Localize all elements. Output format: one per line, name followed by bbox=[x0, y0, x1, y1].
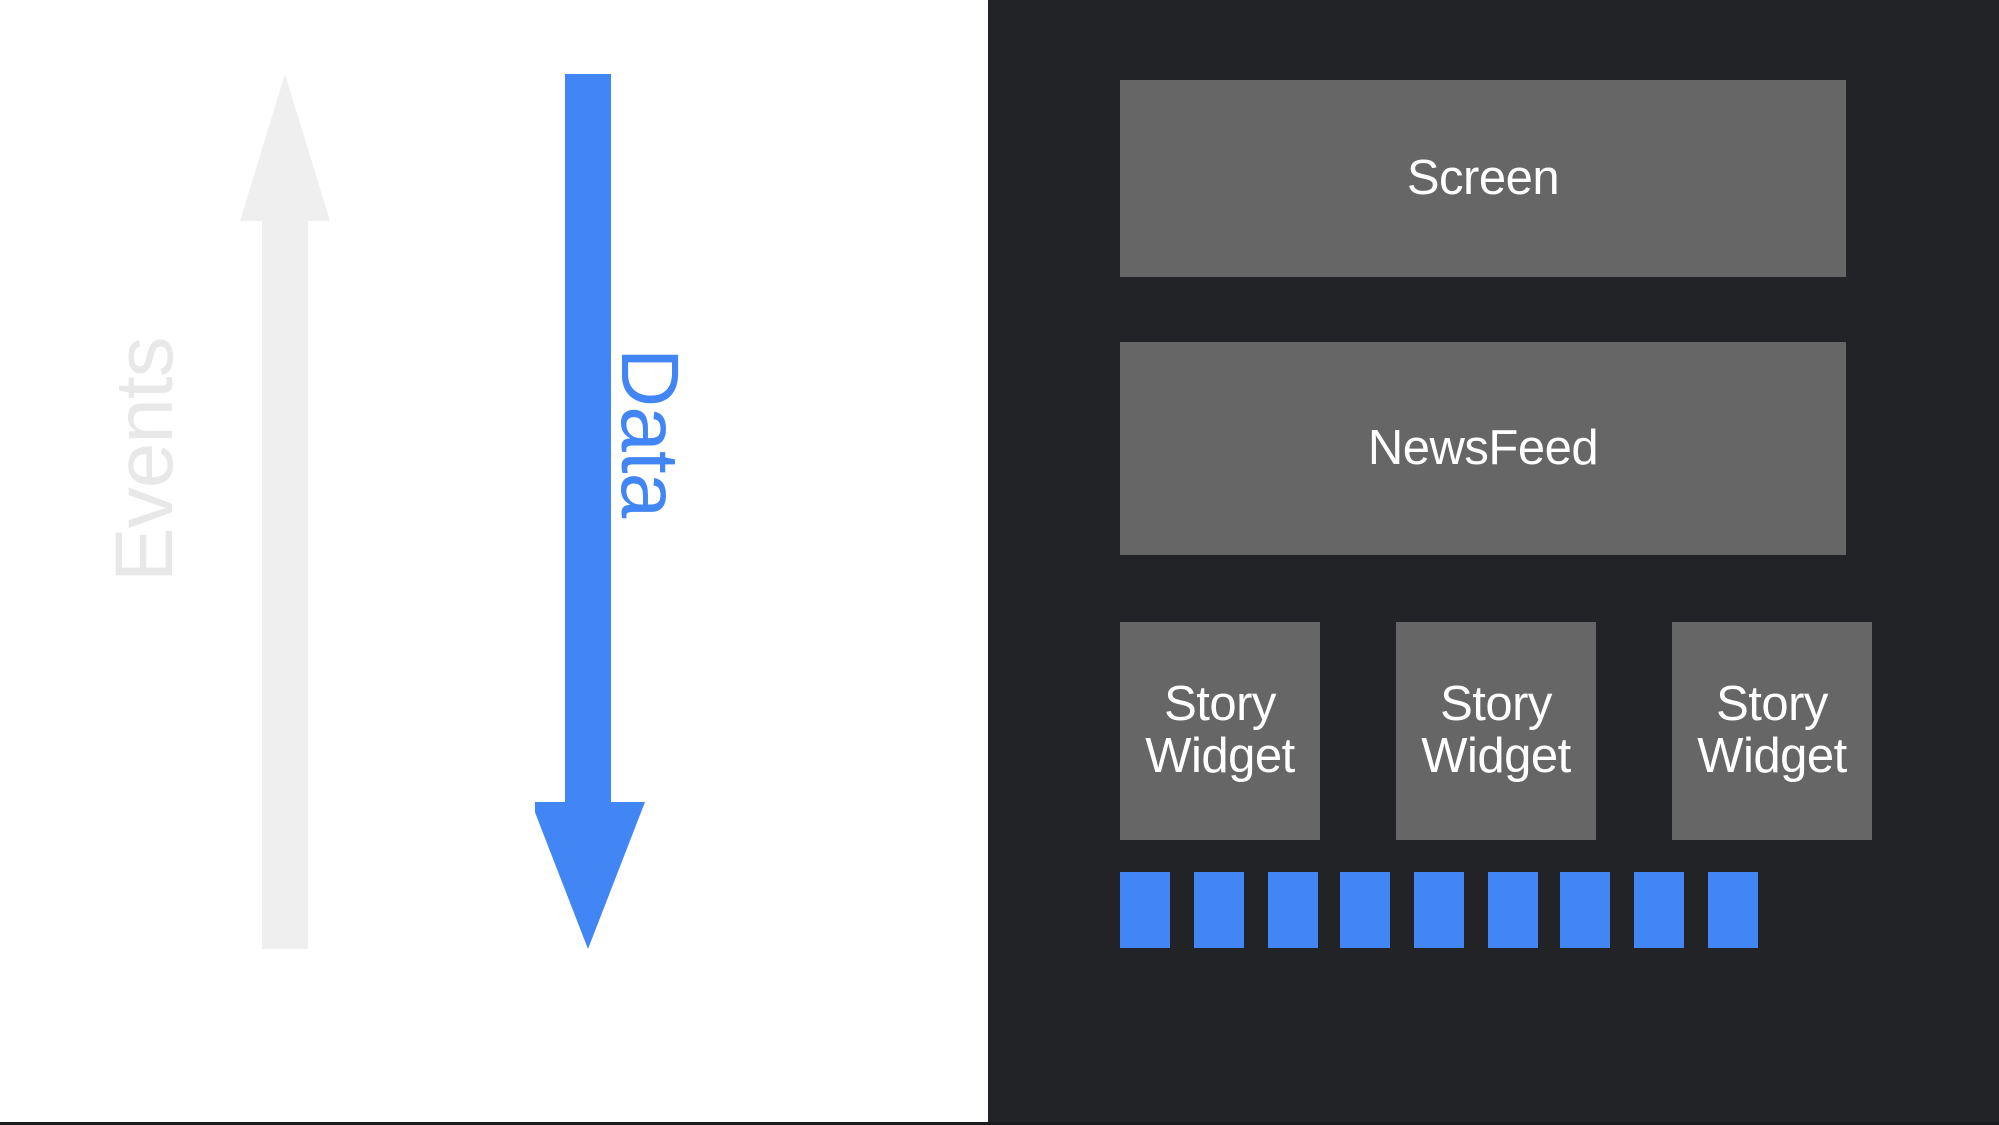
leaf-group-2 bbox=[1340, 872, 1538, 948]
story-widget-1-line2: Widget bbox=[1145, 729, 1295, 783]
node-newsfeed[interactable]: NewsFeed bbox=[1120, 342, 1846, 555]
node-story-widget-1[interactable]: Story Widget bbox=[1120, 622, 1320, 840]
story-widget-1-line1: Story bbox=[1164, 677, 1276, 732]
leaf-block-2-3[interactable] bbox=[1488, 872, 1538, 948]
story-widget-2-label: Story Widget bbox=[1396, 677, 1596, 783]
events-flow-label: Events bbox=[99, 337, 190, 582]
leaf-group-3 bbox=[1560, 872, 1758, 948]
story-widget-3-label: Story Widget bbox=[1672, 677, 1872, 783]
leaf-block-1-3[interactable] bbox=[1268, 872, 1318, 948]
story-widget-2-line1: Story bbox=[1440, 677, 1552, 732]
leaf-group-1 bbox=[1120, 872, 1318, 948]
node-story-widget-2[interactable]: Story Widget bbox=[1396, 622, 1596, 840]
leaf-block-3-3[interactable] bbox=[1708, 872, 1758, 948]
story-widget-2-line2: Widget bbox=[1421, 729, 1571, 783]
leaf-block-3-1[interactable] bbox=[1560, 872, 1610, 948]
leaf-block-2-1[interactable] bbox=[1340, 872, 1390, 948]
widget-tree-panel: Screen NewsFeed Story Widget Story Widge… bbox=[988, 0, 1999, 1122]
events-arrow-icon bbox=[232, 74, 352, 949]
flow-panel: Events Data bbox=[0, 0, 988, 1122]
node-screen-label: Screen bbox=[1406, 150, 1560, 205]
leaf-block-1-1[interactable] bbox=[1120, 872, 1170, 948]
data-arrow-icon bbox=[535, 74, 655, 949]
story-widget-3-line1: Story bbox=[1716, 677, 1828, 732]
node-screen[interactable]: Screen bbox=[1120, 80, 1846, 277]
leaf-block-1-2[interactable] bbox=[1194, 872, 1244, 948]
story-widget-1-label: Story Widget bbox=[1120, 677, 1320, 783]
node-newsfeed-label: NewsFeed bbox=[1367, 420, 1599, 475]
story-widget-3-line2: Widget bbox=[1697, 729, 1847, 783]
leaf-block-3-2[interactable] bbox=[1634, 872, 1684, 948]
node-story-widget-3[interactable]: Story Widget bbox=[1672, 622, 1872, 840]
data-flow-label: Data bbox=[604, 348, 695, 518]
leaf-block-2-2[interactable] bbox=[1414, 872, 1464, 948]
